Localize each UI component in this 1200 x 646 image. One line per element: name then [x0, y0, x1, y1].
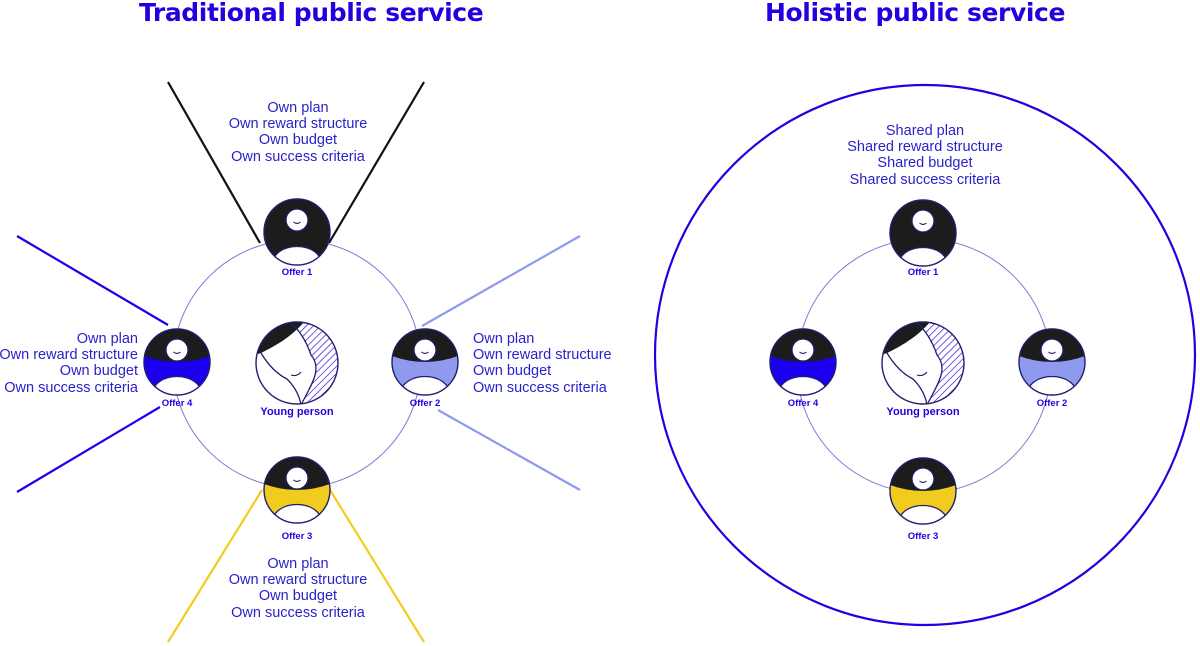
right-offer-1-label: Offer 1 — [907, 267, 939, 278]
attribute-line: Own plan — [267, 556, 329, 572]
right-young-person-label: Young person — [886, 406, 960, 418]
left-offer-4-attributes: Own plan Own reward structure Own budget… — [0, 331, 138, 396]
left-offer-1-avatar-icon — [263, 198, 331, 266]
left-offer-1-attributes: Own plan Own reward structure Own budget… — [198, 100, 398, 165]
attribute-line: Own budget — [59, 363, 138, 380]
right-offer-2-label: Offer 2 — [1036, 398, 1068, 409]
left-young-person-face-icon — [255, 321, 339, 405]
left-young-person-label: Young person — [260, 406, 334, 418]
attribute-line: Own success criteria — [231, 148, 365, 165]
left-offer-1-label: Offer 1 — [281, 267, 313, 278]
right-offer-3-avatar-icon — [889, 457, 957, 525]
left-offer-2-attributes: Own plan Own reward structure Own budget… — [473, 331, 623, 396]
right-offer-4-avatar-icon — [769, 328, 837, 396]
right-offer-4-label: Offer 4 — [787, 398, 819, 409]
left-offer-3-label: Offer 3 — [281, 531, 313, 542]
left-offer-3-attributes: Own plan Own reward structure Own budget… — [198, 556, 398, 621]
left-offer-2-label: Offer 2 — [409, 398, 441, 409]
attribute-line: Own plan — [267, 100, 329, 116]
attribute-line: Own reward structure — [0, 347, 138, 364]
attribute-line: Shared success criteria — [849, 171, 1001, 188]
right-shared-boundary — [653, 83, 1197, 627]
right-offer-3-label: Offer 3 — [907, 531, 939, 542]
attribute-line: Shared plan — [885, 123, 965, 139]
attribute-line: Own reward structure — [228, 116, 368, 133]
right-young-person-face-icon — [881, 321, 965, 405]
left-offer-2-avatar-icon — [391, 328, 459, 396]
left-offer-4-label: Offer 4 — [161, 398, 193, 409]
left-offer-3-avatar-icon — [263, 456, 331, 524]
attribute-line: Own success criteria — [231, 604, 365, 621]
right-title: Holistic public service — [765, 0, 1066, 27]
attribute-line: Own budget — [258, 132, 338, 149]
attribute-line: Own reward structure — [473, 347, 612, 364]
left-title: Traditional public service — [139, 0, 484, 27]
right-shared-attributes: Shared plan Shared reward structure Shar… — [825, 123, 1025, 188]
right-offer-1-avatar-icon — [889, 199, 957, 267]
attribute-line: Own reward structure — [228, 572, 368, 589]
attribute-line: Own plan — [76, 331, 138, 347]
attribute-line: Own success criteria — [473, 379, 607, 396]
attribute-line: Shared budget — [877, 155, 973, 172]
attribute-line: Own success criteria — [4, 379, 138, 396]
attribute-line: Own plan — [473, 331, 535, 347]
left-offer-4-avatar-icon — [143, 328, 211, 396]
attribute-line: Own budget — [473, 363, 552, 380]
attribute-line: Shared reward structure — [847, 139, 1003, 156]
attribute-line: Own budget — [258, 588, 338, 605]
right-offer-2-avatar-icon — [1018, 328, 1086, 396]
